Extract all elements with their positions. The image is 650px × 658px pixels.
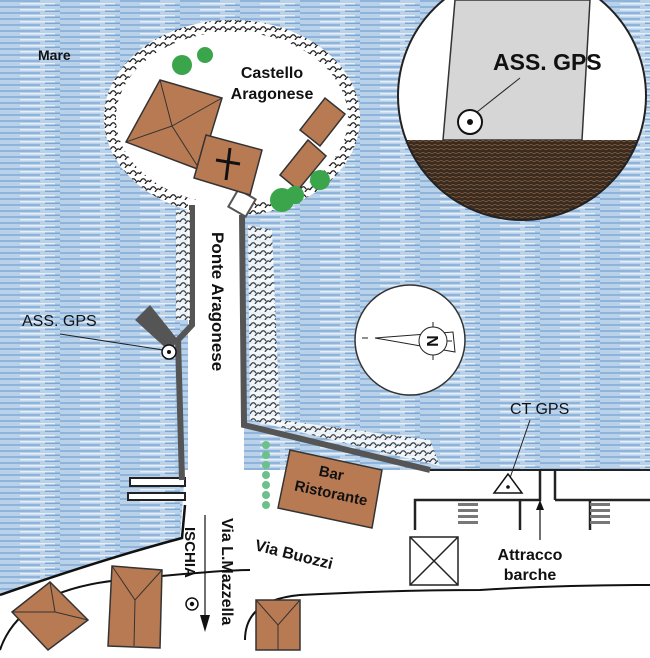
attracco-label-1: Attracco — [498, 547, 563, 564]
mainland — [0, 470, 650, 658]
island — [116, 32, 348, 204]
compass: N — [354, 284, 466, 396]
arrow-up-head — [536, 500, 544, 510]
ct-gps-label: CT GPS — [510, 401, 569, 418]
coastline — [0, 504, 187, 597]
bridge-label: Ponte Aragonese — [208, 232, 227, 371]
hedge — [262, 441, 270, 509]
direction-marker-dot — [189, 601, 195, 607]
via-mazzella-label: Via L.Mazzella — [218, 518, 235, 625]
pier-right — [413, 470, 650, 530]
rocks-bridge-left — [176, 210, 190, 320]
bridge-edge-left — [174, 205, 195, 481]
castle-building-east — [298, 96, 347, 148]
cross-icon — [215, 147, 241, 181]
roof-lines-s — [12, 565, 301, 650]
castle-building-southeast — [278, 138, 328, 192]
bar-label: Bar — [317, 463, 345, 485]
pier-left — [127, 477, 186, 501]
ischia-label: ISCHIA — [181, 527, 198, 578]
ct-gps-triangle-icon — [492, 472, 524, 494]
gps-leader-line — [59, 333, 164, 351]
bar-ristorante-building — [277, 449, 383, 529]
trees — [172, 47, 330, 212]
compass-north-label: N — [423, 335, 440, 347]
jetty-gps — [135, 305, 178, 352]
ct-gps-dot — [506, 485, 510, 489]
roof-lines — [125, 79, 223, 171]
bridge — [188, 200, 244, 490]
attracco-label-2: barche — [504, 567, 557, 584]
bridge-edge-right — [239, 214, 431, 473]
gps-benchmark-dot — [167, 350, 171, 354]
sea-label: Mare — [38, 47, 71, 63]
stairs-icon — [458, 503, 610, 524]
rocks-bridge — [248, 225, 440, 466]
castle-label-1: Castello — [241, 65, 303, 82]
inset-gps-label: ASS. GPS — [493, 49, 602, 75]
direction-marker-icon — [185, 597, 199, 611]
inset-detail: ASS. GPS — [397, 0, 647, 221]
ct-gps-leader — [509, 419, 531, 479]
arrow-down-head — [200, 615, 210, 632]
gps-benchmark-label: ASS. GPS — [22, 313, 97, 330]
crossed-box — [409, 536, 459, 586]
castle-label-2: Aragonese — [231, 86, 314, 103]
